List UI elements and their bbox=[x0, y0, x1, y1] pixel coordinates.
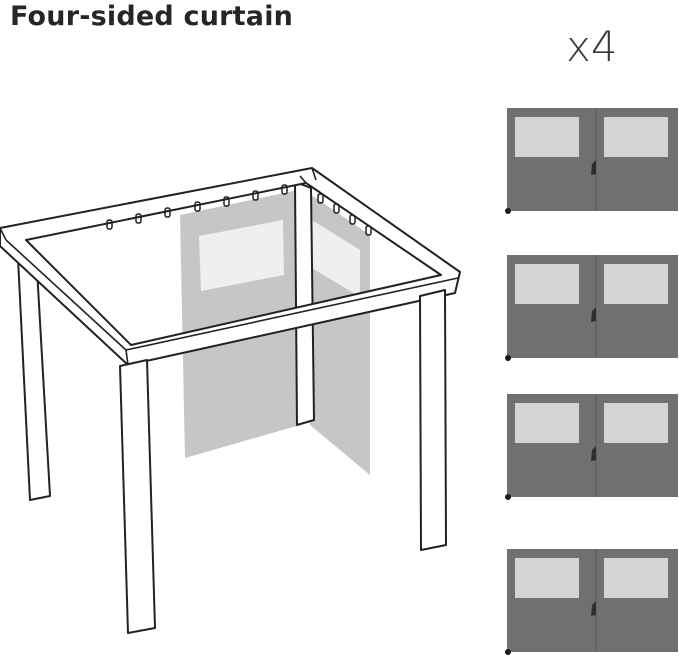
post-front-left bbox=[119, 359, 156, 634]
panel-window-left bbox=[515, 117, 579, 157]
panel-window-right bbox=[604, 558, 668, 598]
panel-window-left bbox=[515, 264, 579, 304]
quantity-label: x4 bbox=[566, 22, 618, 71]
roof-edges bbox=[0, 167, 459, 366]
panel-grommet-icon bbox=[505, 208, 511, 214]
zipper-pull-icon bbox=[591, 160, 596, 175]
panel-grommet-icon bbox=[505, 355, 511, 361]
gazebo-illustration bbox=[0, 167, 461, 634]
zipper-pull-icon bbox=[591, 601, 596, 616]
panel-grommet-icon bbox=[505, 494, 511, 500]
panel-window-left bbox=[515, 558, 579, 598]
curtain-panel bbox=[505, 255, 678, 361]
zipper-pull-icon bbox=[591, 307, 596, 322]
back-posts bbox=[17, 181, 315, 501]
panel-window-right bbox=[604, 264, 668, 304]
post-back-center bbox=[294, 181, 315, 426]
panel-window-right bbox=[604, 117, 668, 157]
curtain-panel-list bbox=[505, 108, 678, 655]
curtain-side-window bbox=[312, 220, 360, 297]
zipper-pull-icon bbox=[591, 446, 596, 461]
curtain-hooks bbox=[106, 184, 372, 236]
panel-grommet-icon bbox=[505, 649, 511, 655]
front-posts bbox=[119, 289, 447, 634]
page-title: Four-sided curtain bbox=[10, 1, 294, 32]
curtain-back-window bbox=[199, 220, 284, 291]
curtain-panel bbox=[505, 549, 678, 655]
panel-window-left bbox=[515, 403, 579, 443]
curtain-panel bbox=[505, 394, 678, 500]
curtain-panel bbox=[505, 108, 678, 214]
post-front-right bbox=[419, 289, 447, 551]
panel-window-right bbox=[604, 403, 668, 443]
